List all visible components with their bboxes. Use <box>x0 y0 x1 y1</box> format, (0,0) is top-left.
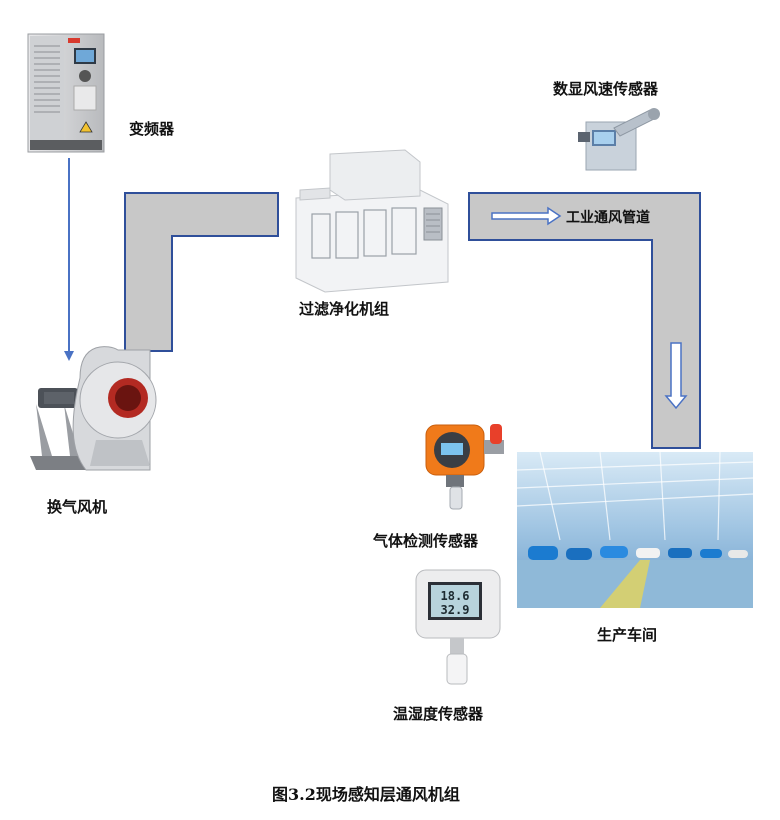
humidity-readout: 32.9 <box>441 603 470 617</box>
label-filter-unit: 过滤净化机组 <box>299 300 390 318</box>
label-wind-sensor: 数显风速传感器 <box>553 80 659 98</box>
th-sensor-image: 18.6 32.9 <box>415 569 501 685</box>
flow-arrow-right <box>491 206 562 226</box>
label-duct: 工业通风管道 <box>566 210 650 226</box>
temperature-readout: 18.6 <box>441 589 470 603</box>
fan-image <box>30 346 157 471</box>
label-th-sensor: 温湿度传感器 <box>393 705 484 723</box>
wind-sensor-image <box>578 108 660 171</box>
label-vfd: 变频器 <box>129 120 175 138</box>
vfd-image <box>27 33 105 153</box>
workshop-image <box>516 451 754 608</box>
duct-right <box>468 192 701 449</box>
gas-sensor-image <box>425 424 504 510</box>
label-gas-sensor: 气体检测传感器 <box>373 532 479 550</box>
label-workshop: 生产车间 <box>597 626 658 644</box>
flow-arrow-down <box>664 342 688 410</box>
filter-unit-image <box>295 149 449 293</box>
duct-left <box>124 192 279 352</box>
label-fan: 换气风机 <box>47 498 108 516</box>
workshop-cars <box>528 546 748 560</box>
figure-caption: 图3.2现场感知层通风机组 <box>272 785 460 804</box>
